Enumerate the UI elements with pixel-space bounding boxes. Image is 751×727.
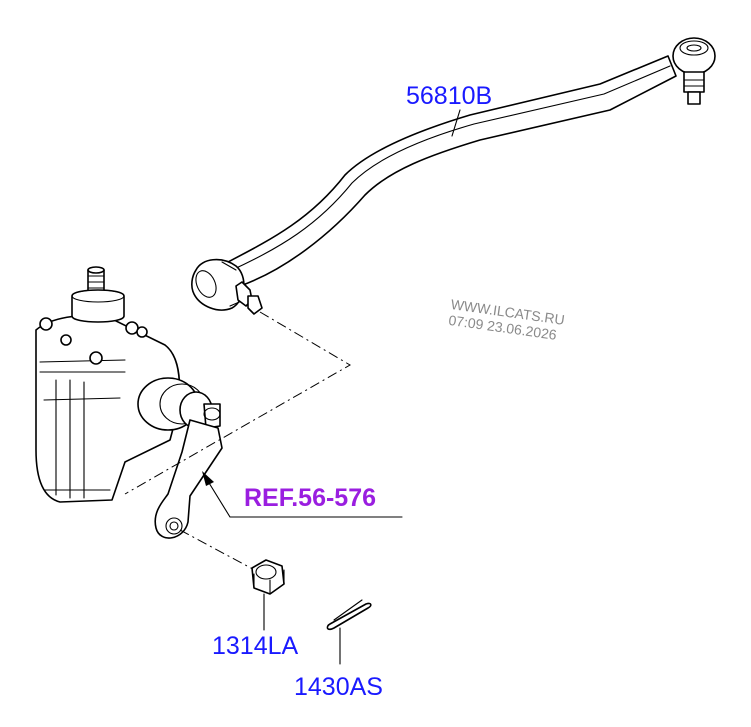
- alignment-line-lower: [179, 529, 263, 575]
- reference-link[interactable]: REF.56-576: [244, 484, 377, 512]
- leader-56810B: [451, 109, 461, 137]
- nut-drawing[interactable]: [251, 559, 285, 595]
- part-number-1430AS[interactable]: 1430AS: [294, 673, 383, 701]
- cotter-pin-drawing[interactable]: [326, 599, 372, 631]
- part-number-1314LA[interactable]: 1314LA: [212, 632, 299, 660]
- steering-gear-box-drawing: [35, 266, 223, 539]
- part-number-56810B[interactable]: 56810B: [406, 82, 493, 110]
- reference-arrow: [202, 471, 403, 518]
- alignment-line-upper: [124, 311, 351, 495]
- drag-link-drawing[interactable]: [191, 37, 716, 315]
